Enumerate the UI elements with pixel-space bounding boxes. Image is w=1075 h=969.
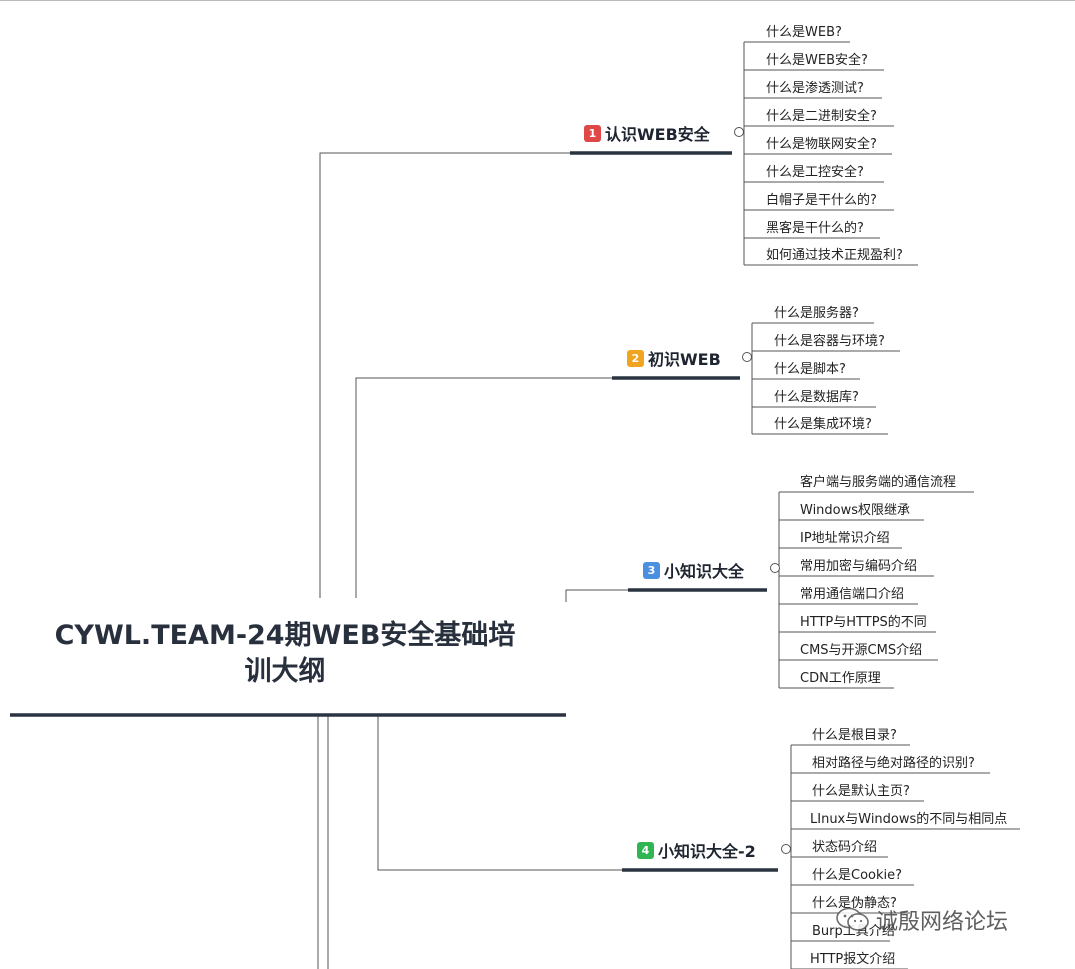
trunk-3 <box>565 589 628 602</box>
collapse-toggle-icon[interactable] <box>770 563 780 573</box>
leaf-item[interactable]: CMS与开源CMS介绍 <box>800 643 923 658</box>
wechat-icon <box>836 907 870 933</box>
leaf-item[interactable]: HTTP与HTTPS的不同 <box>800 615 927 630</box>
leaf-item[interactable]: 客户端与服务端的通信流程 <box>800 475 957 490</box>
leaf-item[interactable]: 白帽子是干什么的? <box>766 193 877 208</box>
collapse-toggle-icon[interactable] <box>781 844 791 854</box>
leaf-item[interactable]: 什么是容器与环境? <box>774 334 885 349</box>
leaf-item[interactable]: 什么是WEB安全? <box>766 53 868 68</box>
collapse-toggle-icon[interactable] <box>734 127 744 137</box>
leaf-item[interactable]: 什么是Cookie? <box>812 868 903 883</box>
collapse-toggle-icon[interactable] <box>742 352 752 362</box>
leaf-item[interactable]: 什么是集成环境? <box>774 417 872 432</box>
number-badge: 4 <box>637 841 654 859</box>
leaf-item[interactable]: IP地址常识介绍 <box>800 531 890 546</box>
leaf-item[interactable]: 常用加密与编码介绍 <box>800 559 918 574</box>
number-badge: 3 <box>643 561 660 579</box>
leaf-item[interactable]: Burp工具介绍 <box>812 924 895 939</box>
leaf-item[interactable]: 什么是服务器? <box>774 306 859 321</box>
root-title-line1: CYWL.TEAM-24期WEB安全基础培 <box>54 620 516 651</box>
leaf-item[interactable]: 什么是物联网安全? <box>766 137 877 152</box>
branch-label: 小知识大全-2 <box>658 842 756 861</box>
leaf-item[interactable]: 什么是渗透测试? <box>766 81 864 96</box>
root-topic[interactable]: CYWL.TEAM-24期WEB安全基础培 训大纲 <box>20 618 550 690</box>
leaf-item[interactable]: 什么是数据库? <box>774 390 859 405</box>
root-title-line2: 训大纲 <box>244 656 326 687</box>
branch-2-topic[interactable]: 2 初识WEB <box>627 346 721 370</box>
leaf-item[interactable]: 什么是脚本? <box>774 362 846 377</box>
leaf-item[interactable]: 什么是根目录? <box>812 728 897 743</box>
leaf-item[interactable]: HTTP报文介绍 <box>810 952 896 967</box>
leaf-item[interactable]: 什么是二进制安全? <box>766 109 877 124</box>
leaf-item[interactable]: LInux与Windows的不同与相同点 <box>810 812 1008 827</box>
leaf-item[interactable]: 什么是默认主页? <box>812 784 910 799</box>
trunk-2 <box>355 377 612 598</box>
leaf-item[interactable]: 相对路径与绝对路径的识别? <box>812 756 975 771</box>
branch-label: 认识WEB安全 <box>605 125 710 144</box>
leaf-item[interactable]: 常用通信端口介绍 <box>800 587 905 602</box>
leaf-item[interactable]: 如何通过技术正规盈利? <box>766 248 903 263</box>
branch-3-topic[interactable]: 3 小知识大全 <box>643 558 744 582</box>
watermark: 诚殷网络论坛 <box>836 904 1008 936</box>
branch-label: 初识WEB <box>648 350 721 369</box>
branch-1-topic[interactable]: 1 认识WEB安全 <box>584 121 710 145</box>
leaf-item[interactable]: 什么是WEB? <box>766 25 842 40</box>
leaf-item[interactable]: Windows权限继承 <box>800 503 911 518</box>
branch-4-topic[interactable]: 4 小知识大全-2 <box>637 838 756 862</box>
number-badge: 1 <box>584 124 601 142</box>
watermark-text: 诚殷网络论坛 <box>876 910 1009 935</box>
number-badge: 2 <box>627 349 644 367</box>
leaf-item[interactable]: 什么是伪静态? <box>812 896 897 911</box>
leaf-item[interactable]: CDN工作原理 <box>800 671 881 686</box>
top-border <box>0 0 1075 1</box>
leaf-item[interactable]: 黑客是干什么的? <box>766 221 864 236</box>
leaf-item[interactable]: 什么是工控安全? <box>766 165 864 180</box>
leaf-item[interactable]: 状态码介绍 <box>812 840 878 855</box>
trunk-4 <box>377 716 622 871</box>
branch-label: 小知识大全 <box>664 562 745 581</box>
trunk-1 <box>319 152 570 598</box>
